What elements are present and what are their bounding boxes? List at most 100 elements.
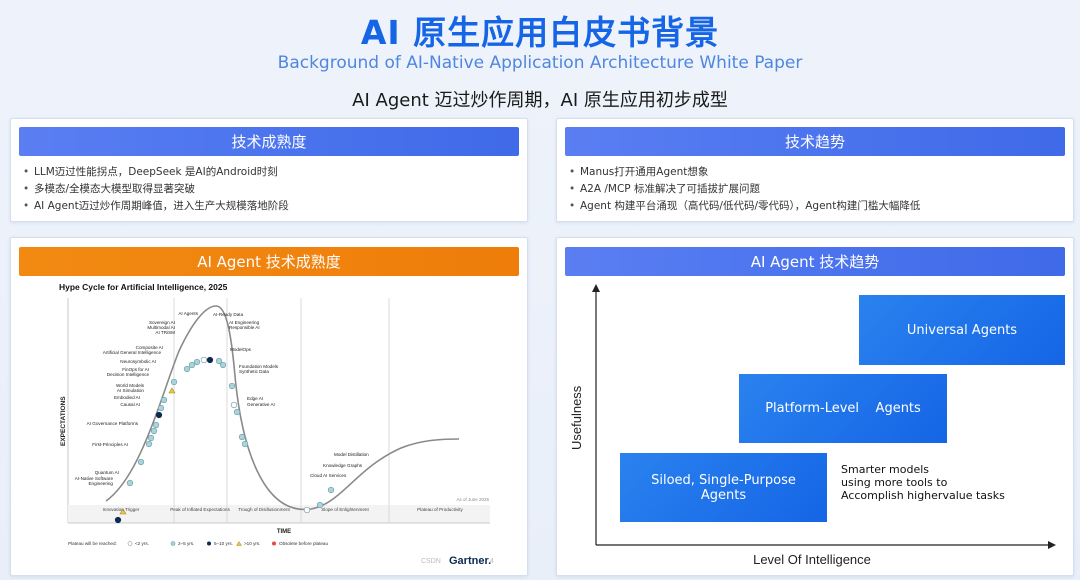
hype-legend: Plateau will be reached: <2 yrs. 2–5 yrs… <box>68 541 328 546</box>
marker-foundation-models <box>230 401 238 409</box>
tech-trend-list: Manus打开通用Agent想象 A2A /MCP 标准解决了可插拔扩展问题 A… <box>569 164 920 215</box>
labels-right: AI-Ready Data AI Engineering Responsible… <box>213 312 369 478</box>
list-item: Manus打开通用Agent想象 <box>569 164 920 181</box>
list-item: LLM迈过性能拐点，DeepSeek 是AI的Android时刻 <box>23 164 289 181</box>
marker-causal-ai <box>145 440 153 448</box>
legend-title: Plateau will be reached: <box>68 541 117 546</box>
platform-agents-label: Platform-Level Agents <box>765 401 921 416</box>
marker-model-distillation <box>327 486 335 494</box>
trend-note-line: Smarter models <box>841 463 930 476</box>
label-composite-ai: Composite AI <box>136 345 163 350</box>
marker-agi <box>168 387 176 394</box>
hype-curve <box>105 305 460 511</box>
y-axis-label: Usefulness <box>569 385 584 450</box>
trend-axes: Usefulness Level Of Intelligence <box>569 284 1056 567</box>
tech-maturity-heading: 技术成熟度 <box>19 127 519 156</box>
trend-note-line: using more tools to <box>841 476 948 489</box>
siloed-agents-label-line2: Agents <box>700 487 747 503</box>
legend-lt2: <2 yrs. <box>135 541 149 546</box>
label-foundation-models: Foundation Models <box>239 364 279 369</box>
marker-knowledge-graphs <box>316 501 324 509</box>
legend-2to5: 2–5 yrs. <box>178 541 194 546</box>
watermark-tail: 4 <box>490 558 494 565</box>
legend-5to10: 5–10 yrs. <box>214 541 233 546</box>
watermark: CSDN <box>421 558 441 565</box>
label-model-distillation: Model Distillation <box>334 452 369 457</box>
label-quantum-ai: Quantum AI <box>95 470 119 475</box>
y-axis-arrow <box>592 284 600 292</box>
tech-trend-card: 技术趋势 Manus打开通用Agent想象 A2A /MCP 标准解决了可插拔扩… <box>556 118 1074 222</box>
label-generative-ai: Generative AI <box>247 402 275 407</box>
marker-ai-trism <box>183 365 191 373</box>
marker-ai-governance <box>137 458 145 466</box>
marker-world-models <box>152 421 160 429</box>
marker-modelops <box>228 382 236 390</box>
legend-marker-2to5 <box>170 541 176 546</box>
legend-gt10: >10 yrs. <box>244 541 260 546</box>
universal-agents-box: Universal Agents <box>859 295 1065 365</box>
label-ai-governance: AI Governance Platforms <box>87 421 139 426</box>
trend-note-line: Accomplish highervalue tasks <box>841 489 1005 502</box>
legend-obsolete: Obsolete before plateau <box>279 541 328 546</box>
hype-cycle-chart: Hype Cycle for Artificial Intelligence, … <box>59 282 494 567</box>
legend-marker-lt2 <box>127 541 133 546</box>
label-multimodal-ai: Multimodal AI <box>147 325 175 330</box>
x-axis-arrow <box>1048 541 1056 549</box>
marker-ai-simulation <box>150 427 158 435</box>
trend-note: Smarter models using more tools to Accom… <box>841 463 1005 502</box>
legend-marker-5to10 <box>207 541 211 546</box>
platform-agents-box: Platform-Level Agents <box>739 374 947 443</box>
marker-cloud-ai-services <box>303 506 311 514</box>
list-item: A2A /MCP 标准解决了可插拔扩展问题 <box>569 181 920 198</box>
phase-trough: Trough of Disillusionment <box>238 507 290 512</box>
label-synthetic-data: Synthetic Data <box>239 369 269 374</box>
brand-logo: Gartner. <box>449 555 491 567</box>
marker-responsible-ai <box>219 361 227 369</box>
marker-neurosymbolic-ai <box>160 396 168 404</box>
marker-generative-ai <box>241 440 249 448</box>
x-axis-label: Level Of Intelligence <box>753 552 871 567</box>
tech-maturity-list: LLM迈过性能拐点，DeepSeek 是AI的Android时刻 多模态/全模态… <box>23 164 289 215</box>
marker-composite-ai <box>170 378 178 386</box>
marker-synthetic-data <box>233 408 241 416</box>
hype-cycle-heading: AI Agent 技术成熟度 <box>19 247 519 276</box>
marker-ai-native-software <box>114 516 122 524</box>
phase-slope: Slope of Enlightenment <box>321 507 369 512</box>
label-cloud-ai-services: Cloud AI Services <box>310 473 347 478</box>
phase-labels: Innovation Trigger Peak of Inflated Expe… <box>103 507 464 512</box>
agent-trend-heading: AI Agent 技术趋势 <box>565 247 1065 276</box>
phase-peak: Peak of Inflated Expectations <box>170 507 230 512</box>
chart-title: Hype Cycle for Artificial Intelligence, … <box>59 282 228 292</box>
label-embodied-ai: Embodied AI <box>114 395 140 400</box>
marker-ai-ready-data <box>206 356 214 364</box>
marker-edge-ai <box>238 433 246 441</box>
label-agi: Artificial General Intelligence <box>103 350 162 355</box>
label-causal-ai: Causal AI <box>120 402 140 407</box>
list-item: AI Agent迈过炒作周期峰值，进入生产大规模落地阶段 <box>23 198 289 215</box>
tech-trend-heading: 技术趋势 <box>565 127 1065 156</box>
label-first-principles-ai: First-Principles AI <box>92 442 128 447</box>
label-sovereign-ai: Sovereign AI <box>149 320 175 325</box>
list-item: Agent 构建平台涌现（高代码/低代码/零代码），Agent构建门槛大幅降低 <box>569 198 920 215</box>
phase-dividers <box>173 298 390 523</box>
marker-ai-engineering <box>215 357 223 365</box>
label-ai-agents: AI Agents <box>178 311 198 316</box>
phase-innovation-trigger: Innovation Trigger <box>103 507 140 512</box>
marker-first-principles-ai <box>126 479 134 487</box>
marker-decision-intelligence <box>155 411 163 419</box>
label-ai-simulation: AI Simulation <box>117 388 145 393</box>
siloed-agents-box: Siloed, Single-Purpose Agents <box>620 453 827 522</box>
page-title: AI 原生应用白皮书背景 <box>360 13 720 52</box>
agent-trend-card: AI Agent 技术趋势 Usefulness Level Of Intell… <box>556 237 1074 576</box>
label-world-models: World Models <box>116 383 145 388</box>
marker-sovereign-ai <box>193 358 201 366</box>
legend-marker-obsolete <box>272 541 276 546</box>
label-decision-intelligence: Decision Intelligence <box>107 372 150 377</box>
marker-embodied-ai <box>147 434 155 442</box>
phase-band <box>68 505 490 523</box>
x-axis-label: TIME <box>277 529 291 535</box>
hype-cycle-card: AI Agent 技术成熟度 Hype Cycle for Artificial… <box>10 237 528 576</box>
marker-quantum-ai <box>119 508 127 515</box>
label-finops-ai: FinOps for AI <box>122 367 149 372</box>
y-axis-label: EXPECTATIONS <box>60 396 67 446</box>
